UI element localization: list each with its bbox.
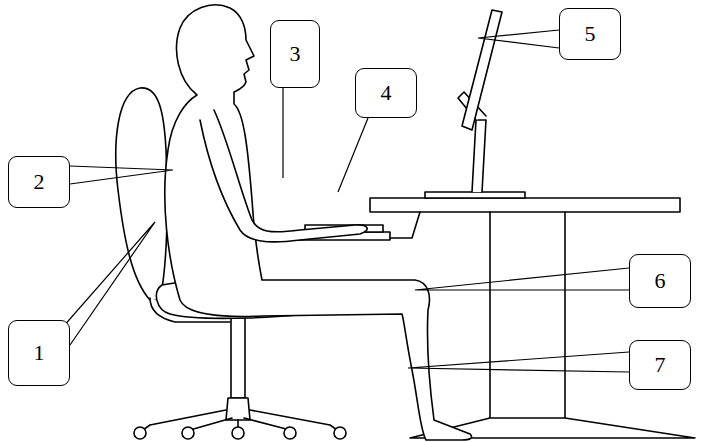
monitor	[425, 10, 525, 198]
callout-number: 5	[585, 21, 596, 47]
callout-box: 6	[629, 254, 691, 308]
callout-number: 6	[655, 268, 666, 294]
callout-number: 3	[290, 41, 301, 67]
callout-number: 7	[655, 352, 666, 378]
person	[165, 5, 472, 440]
callout-box: 3	[270, 20, 320, 88]
callout-number: 1	[34, 340, 45, 366]
callout-number: 4	[381, 80, 392, 106]
callout-box: 2	[8, 156, 70, 208]
callout-number: 2	[34, 169, 45, 195]
callout-box: 7	[629, 340, 691, 390]
leader-lines	[62, 30, 629, 372]
callout-box: 5	[559, 8, 621, 60]
chair-base	[134, 318, 346, 439]
callout-box: 4	[355, 68, 417, 118]
callout-box: 1	[8, 320, 70, 386]
